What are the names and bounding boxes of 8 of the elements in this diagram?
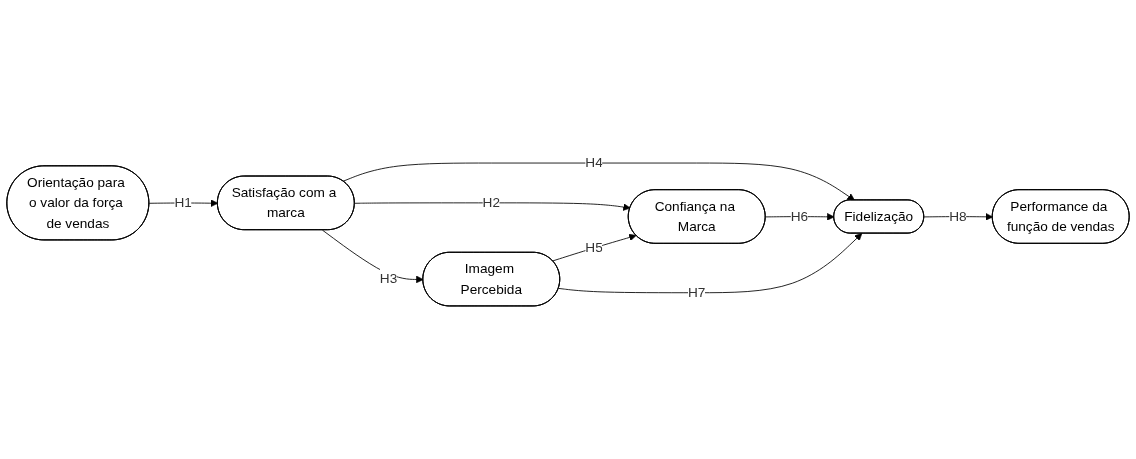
edge-label: H7 bbox=[688, 285, 706, 300]
edge-label: H5 bbox=[585, 240, 603, 255]
edge-label: H6 bbox=[790, 208, 809, 224]
edge-label: H1 bbox=[174, 195, 192, 210]
edge-label: H4 bbox=[585, 155, 603, 170]
edge-label: H2 bbox=[482, 195, 500, 210]
edge-label: H3 bbox=[379, 271, 398, 287]
edge-label: H8 bbox=[949, 208, 967, 224]
